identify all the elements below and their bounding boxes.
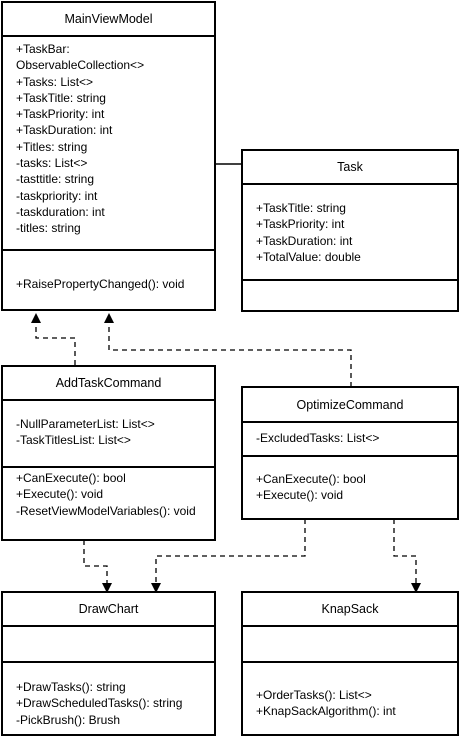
class-name: AddTaskCommand	[3, 367, 214, 401]
methods-section	[243, 279, 457, 310]
attribute: +TaskPriority: int	[16, 107, 105, 122]
attribute: -tasttitle: string	[16, 172, 95, 187]
methods-section: +DrawTasks(): string +DrawScheduledTasks…	[3, 661, 214, 734]
method: +CanExecute(): bool	[256, 472, 366, 486]
method: +DrawTasks(): string	[16, 680, 126, 694]
class-knapsack[interactable]: KnapSack +OrderTasks(): List<> +KnapSack…	[241, 591, 459, 736]
attributes-section: +TaskTitle: string +TaskPriority: int +T…	[243, 185, 457, 279]
dependency-addtaskcommand-drawchart	[83, 540, 112, 593]
attribute: -TaskTitlesList: List<>	[16, 433, 131, 448]
class-name: OptimizeCommand	[243, 388, 457, 423]
methods-section: +OrderTasks(): List<> +KnapSackAlgorithm…	[243, 661, 457, 734]
attribute: +TaskDuration: int	[256, 233, 353, 248]
method: +Execute(): void	[16, 487, 104, 502]
class-drawchart[interactable]: DrawChart +DrawTasks(): string +DrawSche…	[1, 591, 216, 736]
class-mainviewmodel[interactable]: MainViewModel +TaskBar: ObservableCollec…	[1, 1, 216, 311]
dependency-optimizecommand-mainviewmodel	[104, 313, 352, 387]
method: +RaisePropertyChanged(): void	[16, 277, 185, 291]
attribute: -NullParameterList: List<>	[16, 417, 155, 431]
attributes-section: +TaskBar: ObservableCollection<> +Tasks:…	[3, 37, 214, 249]
attribute: -tasks: List<>	[16, 156, 88, 171]
attribute: +TotalValue: double	[256, 249, 361, 264]
method: +CanExecute(): bool	[16, 471, 126, 485]
attribute: -titles: string	[16, 221, 81, 236]
attributes-section: -NullParameterList: List<> -TaskTitlesLi…	[3, 401, 214, 466]
attributes-section	[243, 627, 457, 661]
attribute: +TaskBar: ObservableCollection<>	[16, 42, 145, 73]
method: -PickBrush(): Brush	[16, 712, 121, 727]
method: -ResetViewModelVariables(): void	[16, 503, 196, 518]
class-addtaskcommand[interactable]: AddTaskCommand -NullParameterList: List<…	[1, 365, 216, 541]
class-optimizecommand[interactable]: OptimizeCommand -ExcludedTasks: List<> +…	[241, 386, 459, 520]
methods-section: +CanExecute(): bool +Execute(): void	[243, 455, 457, 518]
attributes-section: -ExcludedTasks: List<>	[243, 423, 457, 455]
attribute: -taskpriority: int	[16, 188, 98, 203]
attributes-section	[3, 627, 214, 661]
attribute: +Titles: string	[16, 139, 88, 154]
attribute: +Tasks: List<>	[16, 74, 94, 89]
attribute: +TaskTitle: string	[16, 90, 106, 105]
dependency-addtaskcommand-mainviewmodel	[31, 313, 76, 365]
method: +KnapSackAlgorithm(): int	[256, 704, 396, 719]
class-name: MainViewModel	[3, 3, 214, 37]
attribute: +TaskDuration: int	[16, 123, 113, 138]
attribute: -ExcludedTasks: List<>	[256, 431, 380, 445]
dependency-optimizecommand-drawchart	[151, 519, 306, 593]
method: +Execute(): void	[256, 488, 344, 503]
attribute: -taskduration: int	[16, 204, 105, 219]
dependency-optimizecommand-knapsack	[393, 519, 421, 593]
method: +OrderTasks(): List<>	[256, 688, 372, 702]
class-name: Task	[243, 151, 457, 185]
attribute: +TaskTitle: string	[256, 201, 346, 215]
class-name: KnapSack	[243, 593, 457, 627]
methods-section: +RaisePropertyChanged(): void	[3, 249, 214, 309]
methods-section: +CanExecute(): bool +Execute(): void -Re…	[3, 466, 214, 539]
attribute: +TaskPriority: int	[256, 217, 345, 232]
class-task[interactable]: Task +TaskTitle: string +TaskPriority: i…	[241, 149, 459, 312]
class-name: DrawChart	[3, 593, 214, 627]
method: +DrawScheduledTasks(): string	[16, 696, 183, 711]
